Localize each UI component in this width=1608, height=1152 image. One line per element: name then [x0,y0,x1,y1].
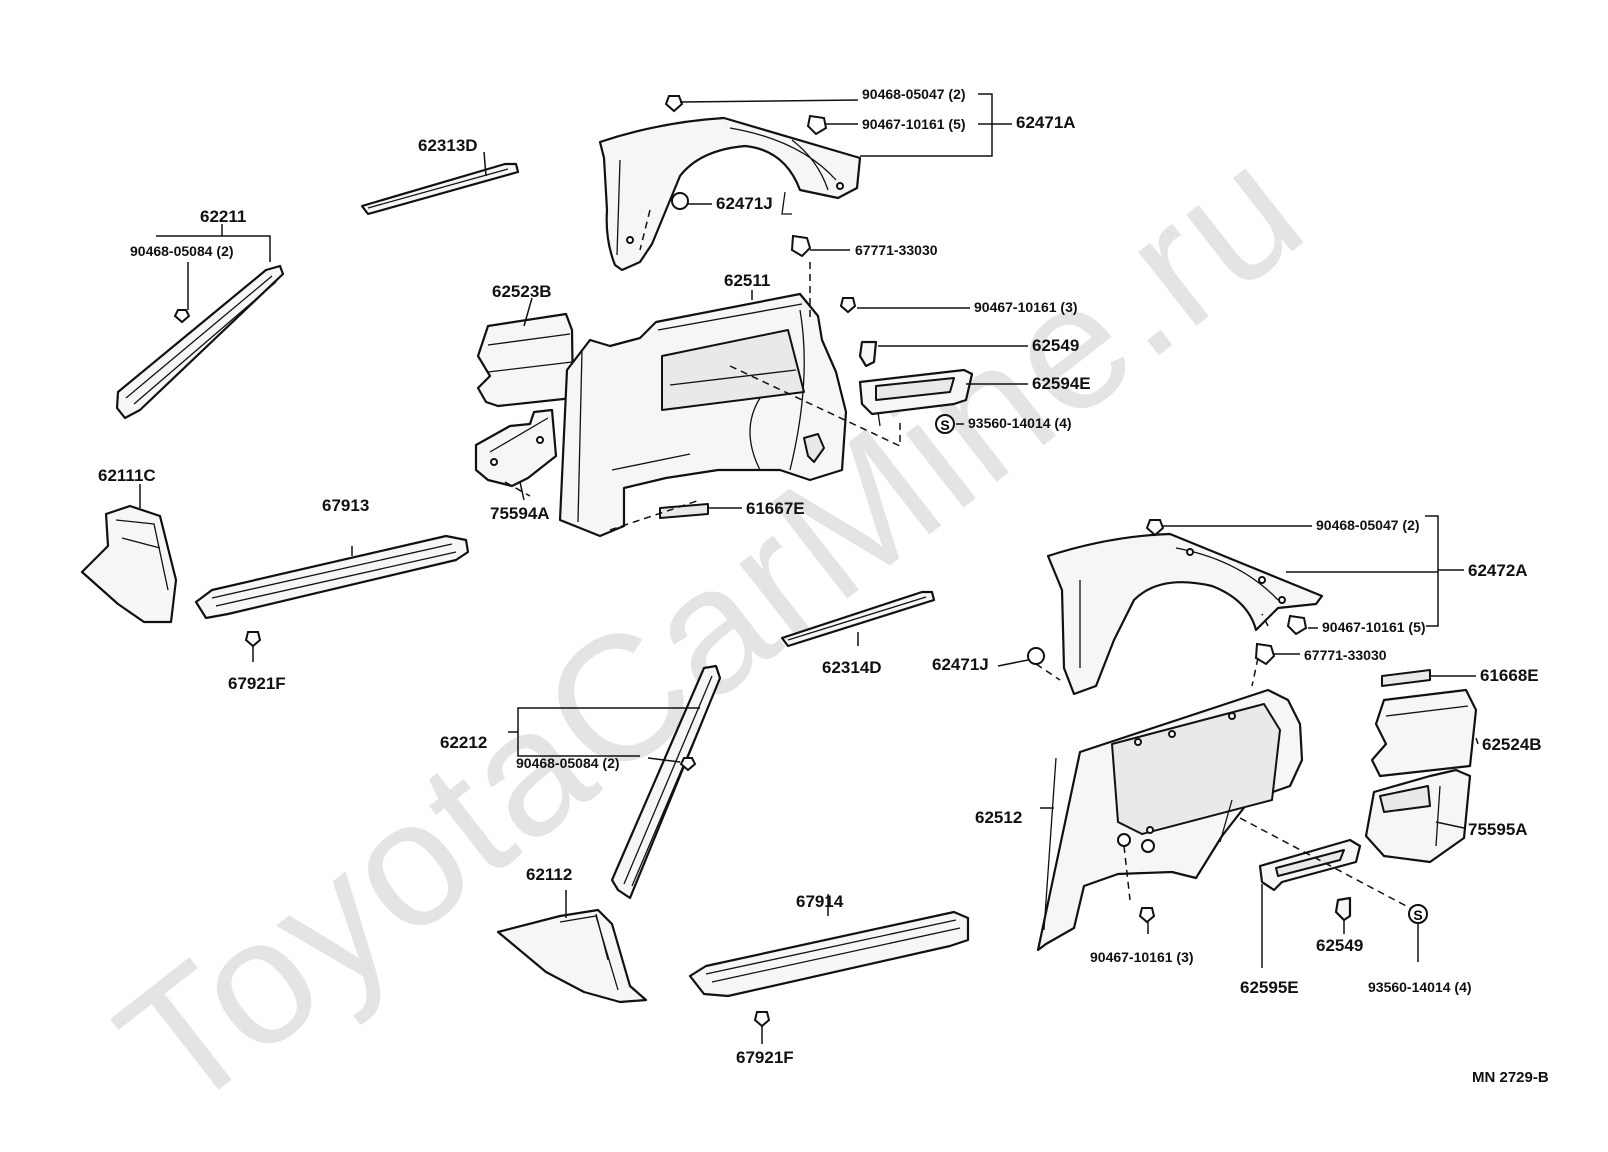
screw-90467-10161-3-bot [1138,907,1156,924]
part-61668E-pad [1381,669,1431,687]
label-67921F-top: 67921F [228,674,286,693]
part-67913-scuff-plate [194,534,470,620]
leader-lines [139,93,1479,1044]
label-75595A: 75595A [1468,820,1528,839]
label-67913: 67913 [322,496,370,515]
clip-90468-05084-bot [679,757,697,772]
part-67914-scuff-plate [688,910,970,998]
screw-93560-14014-bot: S [1408,904,1428,924]
label-67771-33030-bot: 67771-33030 [1304,647,1387,663]
label-61668E: 61668E [1480,666,1539,685]
screw-93560-14014-top: S [935,414,955,434]
label-62511: 62511 [724,271,771,290]
part-75594A-bracket [474,408,558,488]
label-93560-14014-top: 93560-14014 (4) [968,415,1072,431]
screw-90467-10161-top [806,114,828,136]
part-62549-hook-bot [1334,896,1352,922]
label-62524B: 62524B [1482,735,1542,754]
label-62472A: 62472A [1468,561,1528,580]
part-62314D-strip [780,590,936,648]
label-62549-bot: 62549 [1316,936,1364,955]
label-62471J-top: 62471J [716,194,773,213]
label-62111C: 62111C [98,466,156,485]
part-75595A-bracket [1364,768,1472,864]
label-62212: 62212 [440,733,488,752]
part-62211-pillar-garnish [115,264,285,420]
label-67921F-bot: 67921F [736,1048,794,1067]
label-62471A: 62471A [1016,113,1076,132]
clip-90468-05047-bot [1145,519,1165,537]
svg-text:S: S [1413,907,1422,923]
screw-67921F-bot [753,1011,771,1040]
svg-text:S: S [940,417,949,433]
clip-67771-33030-top [790,234,812,258]
part-62111C-kick-panel [80,504,178,624]
clip-67771-33030-bot [1254,642,1276,666]
part-62524B-cover [1370,688,1478,778]
clip-62471J-top [671,192,689,210]
label-62512: 62512 [975,808,1023,827]
label-62595E: 62595E [1240,978,1299,997]
part-62212-pillar-garnish [610,664,722,900]
label-62112: 62112 [526,865,573,884]
label-90468-05047-top: 90468-05047 (2) [862,86,966,102]
label-90467-10161-5-top: 90467-10161 (5) [862,116,966,132]
label-61667E: 61667E [746,499,805,518]
label-90468-05047-bot: 90468-05047 (2) [1316,517,1420,533]
part-62511-quarter-trim [558,292,848,538]
label-62211: 62211 [200,207,247,226]
part-62512-quarter-trim [1036,688,1304,952]
part-62313D-strip [360,162,520,216]
label-93560-14014-bot: 93560-14014 (4) [1368,979,1472,995]
label-90467-10161-3-bot: 90467-10161 (3) [1090,949,1194,965]
screw-90467-10161-bot [1286,614,1308,636]
part-62471A-upper-trim [598,116,862,272]
label-90467-10161-3-top: 90467-10161 (3) [974,299,1078,315]
label-67914: 67914 [796,892,844,911]
clip-90468-05084-top [173,309,191,324]
label-62523B: 62523B [492,282,552,301]
screw-67921F-top [244,631,262,662]
label-67771-33030-top: 67771-33030 [855,242,938,258]
label-62549-top: 62549 [1032,336,1080,355]
part-62472A-upper-trim [1046,532,1324,696]
label-90468-05084-bot: 90468-05084 (2) [516,755,620,771]
label-90467-10161-5-bot: 90467-10161 (5) [1322,619,1426,635]
clip-62471J-bot [1027,647,1045,665]
label-90468-05084-top: 90468-05084 (2) [130,243,234,259]
label-62313D: 62313D [418,136,478,155]
part-62523B-cover [476,312,575,408]
label-62471J-bot: 62471J [932,655,989,674]
part-62549-hook-top [858,340,878,368]
part-62595E-tray [1258,838,1362,892]
part-62594E-tray [858,368,974,427]
part-61667E-pad [659,503,709,519]
label-75594A: 75594A [490,504,550,523]
screw-90467-10161-3-top [839,297,857,314]
part-62112-kick-panel [496,908,648,1004]
label-62594E: 62594E [1032,374,1091,393]
label-62314D: 62314D [822,658,882,677]
diagram-reference: MN 2729-B [1472,1069,1549,1086]
clip-90468-05047-top [664,95,684,113]
